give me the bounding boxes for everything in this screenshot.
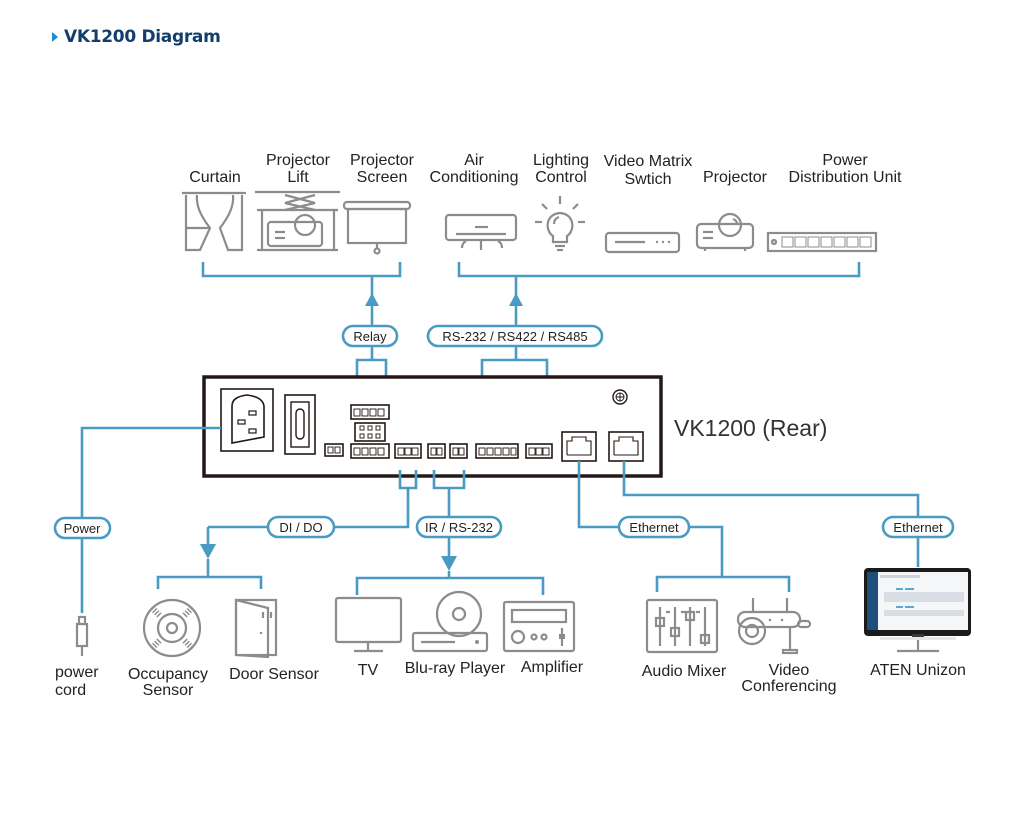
- power-cord-icon: [75, 615, 89, 656]
- audio-mixer-icon: [645, 598, 719, 654]
- heading-title: VK1200 Diagram: [64, 27, 221, 47]
- label-projector-screen-2: Screen: [357, 169, 408, 186]
- projector-icon: [695, 212, 755, 251]
- ir-connector: IR / RS-232: [355, 470, 545, 595]
- ethernet2-badge: [881, 515, 955, 539]
- projector-lift-icon: [255, 190, 340, 252]
- label-door-sensor: Door Sensor: [229, 666, 319, 683]
- label-air-1: Air: [464, 152, 484, 169]
- label-projector-lift-2: Lift: [287, 169, 309, 186]
- label-blu-ray: Blu-ray Player: [405, 660, 506, 677]
- label-projector: Projector: [703, 169, 768, 186]
- vk1200-rear-panel: [202, 375, 663, 478]
- aten-unizon-monitor-icon: [864, 568, 971, 653]
- pdu-icon: [766, 231, 878, 253]
- tv-icon: [334, 596, 403, 653]
- label-video-conf-2: Conferencing: [741, 678, 836, 695]
- label-projector-screen-1: Projector: [350, 152, 415, 169]
- light-bulb-icon: [535, 196, 585, 252]
- ethernet1-connector: Ethernet: [577, 461, 791, 592]
- label-amplifier: Amplifier: [521, 659, 584, 676]
- power-switch: [284, 394, 316, 455]
- arrow-down-icon: [200, 544, 216, 559]
- arrow-down-icon: [441, 556, 457, 571]
- ir-badge: [415, 515, 503, 539]
- ethernet2-label: Ethernet: [893, 520, 943, 535]
- arrow-up-icon: [365, 293, 379, 306]
- label-pdu-1: Power: [822, 152, 868, 169]
- label-power-cord-2: cord: [55, 682, 86, 699]
- label-occupancy-1: Occupancy: [128, 666, 208, 683]
- power-badge: [53, 516, 112, 540]
- device-label: VK1200 (Rear): [674, 415, 827, 441]
- dido-label: DI / DO: [279, 520, 322, 535]
- dido-badge: [266, 515, 336, 539]
- ethernet1-label: Ethernet: [629, 520, 679, 535]
- curtain-icon: [182, 191, 246, 252]
- power-connector: Power: [53, 426, 221, 613]
- amplifier-icon: [502, 600, 576, 653]
- diagram-heading: VK1200 Diagram: [52, 27, 221, 47]
- ir-label: IR / RS-232: [425, 520, 493, 535]
- ground-screw-icon: [612, 389, 628, 405]
- label-air-2: Conditioning: [430, 169, 519, 186]
- label-lighting-1: Lighting: [533, 152, 589, 169]
- serial-label: RS-232 / RS422 / RS485: [442, 329, 587, 344]
- serial-connector: RS-232 / RS422 / RS485: [426, 262, 861, 440]
- blu-ray-player-icon: [411, 590, 489, 653]
- label-power-cord-1: power: [55, 664, 99, 681]
- label-video-matrix-1: Video Matrix: [604, 153, 693, 170]
- label-occupancy-2: Sensor: [143, 682, 194, 699]
- iec-socket-icon: [231, 394, 265, 444]
- label-lighting-2: Control: [535, 169, 587, 186]
- label-audio-mixer: Audio Mixer: [642, 663, 727, 680]
- serial-badge: [426, 324, 604, 348]
- label-pdu-2: Distribution Unit: [789, 169, 902, 186]
- triangle-right-icon: [52, 32, 58, 42]
- occupancy-sensor-icon: [142, 598, 202, 658]
- video-conferencing-icon: [736, 598, 812, 655]
- relay-badge: [341, 324, 399, 348]
- label-curtain: Curtain: [189, 169, 241, 186]
- power-label: Power: [64, 521, 102, 536]
- label-video-matrix-2: Swtich: [624, 171, 671, 188]
- air-conditioner-icon: [444, 213, 518, 250]
- arrow-up-icon: [509, 293, 523, 306]
- projector-screen-icon: [342, 200, 412, 255]
- power-inlet: [220, 388, 274, 452]
- door-sensor-icon: [234, 598, 278, 659]
- top-device-labels: Curtain Projector Lift Projector Screen …: [189, 152, 902, 188]
- dido-connector: DI / DO: [156, 470, 418, 589]
- ethernet2-connector: Ethernet: [622, 461, 955, 567]
- relay-label: Relay: [353, 329, 387, 344]
- label-projector-lift-1: Projector: [266, 152, 331, 169]
- video-matrix-switch-icon: [604, 231, 681, 254]
- label-tv: TV: [358, 662, 379, 679]
- label-aten-unizon: ATEN Unizon: [870, 662, 966, 679]
- ethernet1-badge: [617, 515, 691, 539]
- label-video-conf-1: Video: [769, 662, 810, 679]
